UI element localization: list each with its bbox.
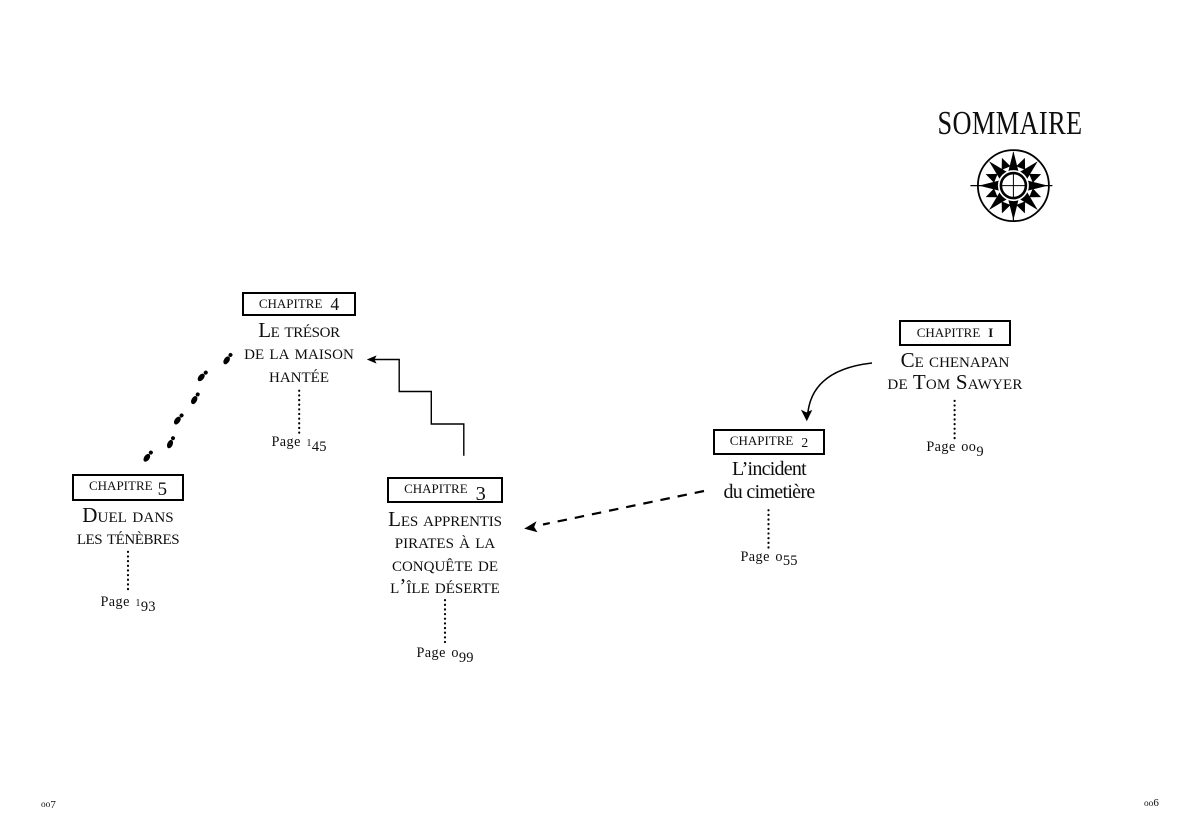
svg-text:SOMMAIRE: SOMMAIRE	[938, 105, 1083, 142]
